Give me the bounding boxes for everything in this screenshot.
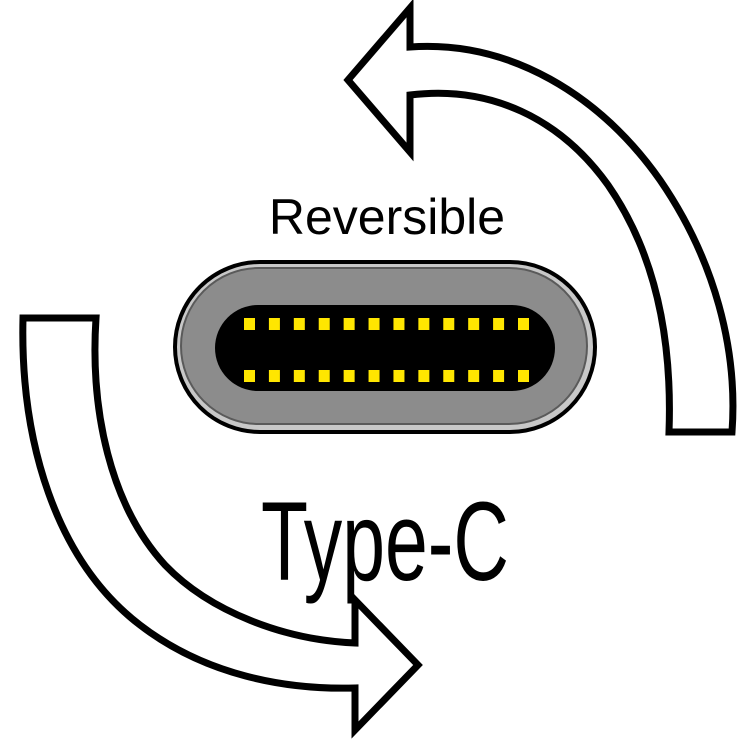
upper-right-arrow: [343, 0, 737, 436]
top-pin-9: [443, 318, 455, 330]
top-pin-2: [268, 318, 280, 330]
top-pin-6: [368, 318, 380, 330]
bottom-pin-6: [368, 370, 380, 382]
bottom-pin-8: [418, 370, 430, 382]
bottom-pin-4: [318, 370, 330, 382]
bottom-pin-9: [443, 370, 455, 382]
upper-right-arrow-shape: [343, 0, 737, 436]
bottom-pin-7: [393, 370, 405, 382]
top-pin-4: [318, 318, 330, 330]
bottom-pin-12: [518, 370, 529, 382]
reversible-label: Reversible: [269, 189, 505, 245]
top-pin-7: [393, 318, 405, 330]
top-pin-1: [244, 318, 255, 330]
lower-left-arrow-shape: [19, 314, 423, 739]
bottom-pin-1: [244, 370, 255, 382]
top-pin-12: [518, 318, 529, 330]
bottom-pin-10: [468, 370, 480, 382]
bottom-pin-3: [293, 370, 305, 382]
top-pin-11: [493, 318, 505, 330]
top-pin-10: [468, 318, 480, 330]
pin-row-top: [244, 318, 529, 330]
bottom-pin-2: [268, 370, 280, 382]
usb-c-connector: [173, 260, 597, 434]
pin-row-bottom: [244, 370, 529, 382]
bottom-pin-11: [493, 370, 505, 382]
top-pin-5: [343, 318, 355, 330]
top-pin-8: [418, 318, 430, 330]
type-c-label: Type-C: [261, 479, 509, 604]
top-pin-3: [293, 318, 305, 330]
lower-left-arrow: [19, 314, 423, 739]
bottom-pin-5: [343, 370, 355, 382]
